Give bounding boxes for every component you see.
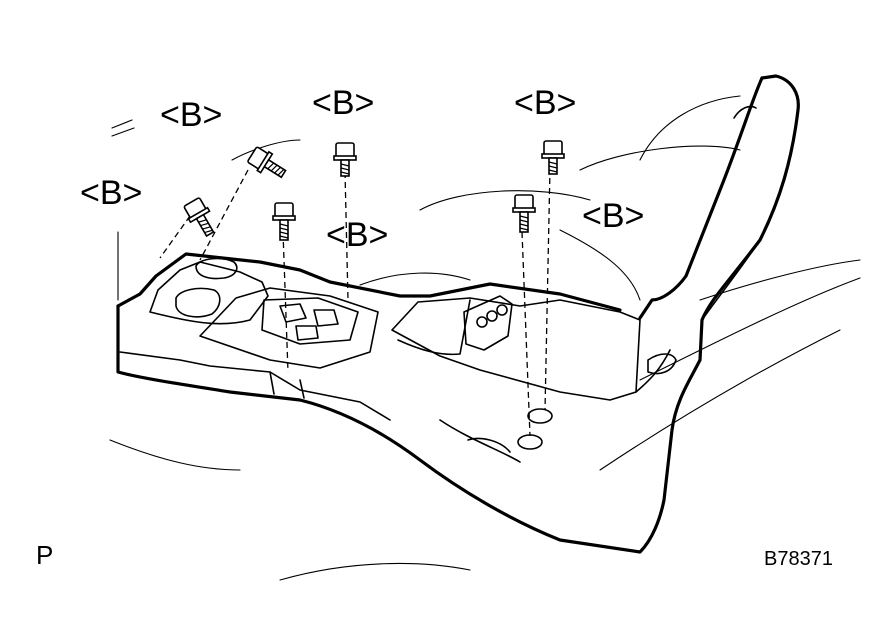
callout-b-left: <B> (80, 174, 143, 212)
callout-b-upper-right: <B> (514, 84, 577, 122)
callout-b-right: <B> (582, 197, 645, 235)
callout-b-upper-center: <B> (312, 84, 375, 122)
figure-id-label: B78371 (764, 548, 833, 570)
bolt-icon (333, 142, 357, 177)
corner-mark-p: P (36, 540, 54, 570)
bolt-icon (183, 197, 215, 238)
bolt-icon (512, 194, 536, 233)
background-contours (109, 95, 861, 581)
bolt-icon (541, 140, 565, 175)
bolt-icon (272, 202, 296, 241)
callout-b-upper-left: <B> (160, 96, 223, 134)
bolt-icon (247, 146, 287, 179)
installation-guide-lines (159, 167, 551, 437)
console-body (116, 74, 800, 554)
callout-b-center: <B> (326, 216, 389, 254)
